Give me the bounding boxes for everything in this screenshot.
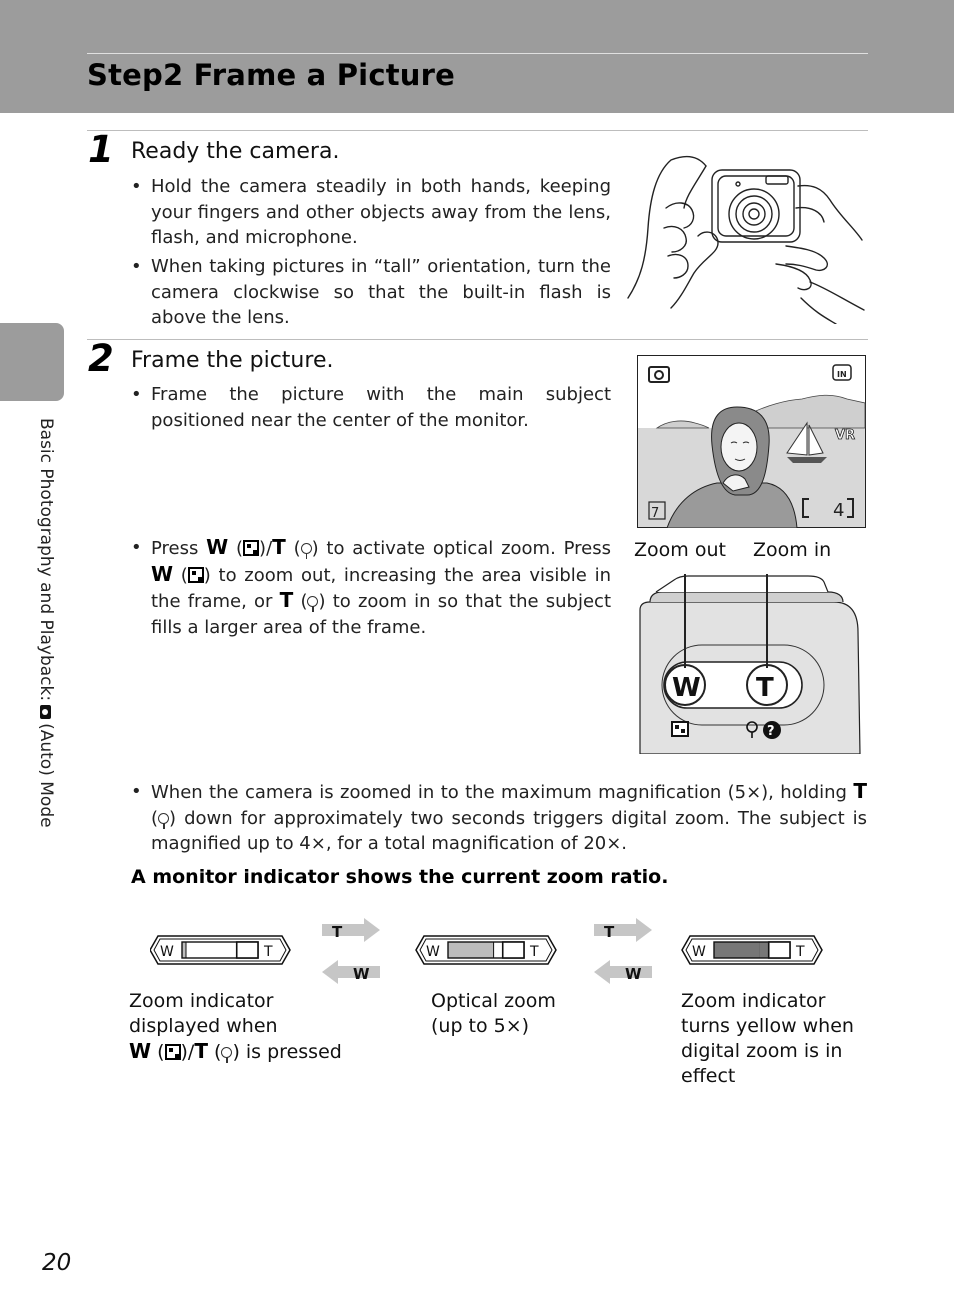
w-button-ref: W <box>206 535 229 559</box>
t-button-ref: T <box>272 535 286 559</box>
shots-remaining: 4 <box>833 500 844 521</box>
svg-text:VR: VR <box>835 428 855 443</box>
header-rule <box>87 53 868 54</box>
page-header <box>0 0 954 113</box>
monitor-preview-illustration: IN VR 7 4 <box>637 355 866 528</box>
indicator-w-label: W <box>426 944 440 960</box>
zoom-control-illustration: W T ? <box>639 574 861 754</box>
step1-number: 1 <box>88 128 114 171</box>
caption-initial-line1: Zoom indicator <box>129 990 274 1012</box>
svg-text:IN: IN <box>837 370 847 379</box>
step2-bullet-2: Press W ()/T () to activate optical zoom… <box>131 535 611 640</box>
chapter-tab <box>0 323 64 401</box>
b2-text-1: to activate optical zoom. Press <box>326 538 611 559</box>
t-button-ref-3: T <box>853 779 867 803</box>
caption-initial: Zoom indicator displayed when W ()/T () … <box>129 989 342 1065</box>
t-button-ref-2: T <box>279 588 294 612</box>
step2-bullet-1: Frame the picture with the main subject … <box>131 382 611 433</box>
indicator-t-label: T <box>263 944 273 960</box>
w-button-ref-2: W <box>151 561 174 586</box>
arrow-pair-2: T W <box>594 918 652 984</box>
zoom-w-button: W <box>672 673 701 703</box>
caption-digital-line3: digital zoom is in <box>681 1040 843 1062</box>
step2-number: 2 <box>88 337 114 380</box>
b2-text-2: to zoom out, increasing the area visible… <box>151 564 611 613</box>
caption-digital-line2: turns yellow when <box>681 1015 854 1037</box>
zoom-out-label: Zoom out <box>634 539 726 561</box>
arrow-t-label: T <box>332 923 343 941</box>
indicator-t-label: T <box>795 944 805 960</box>
indicator-t-label: T <box>529 944 539 960</box>
arrow-t-label-2: T <box>604 923 615 941</box>
step1-bullet-1: Hold the camera steadily in both hands, … <box>131 174 611 251</box>
caption-t: T <box>194 1039 208 1063</box>
wide-icon-3 <box>164 1044 181 1060</box>
zoom-icon-3 <box>158 812 170 829</box>
zoom-icon <box>300 543 312 559</box>
indicator-w-label: W <box>160 944 174 960</box>
b2-text-3: to zoom in so that the subject fills a l… <box>151 591 612 638</box>
arrow-w-label: W <box>353 965 370 983</box>
page-title: Step2 Frame a Picture <box>87 58 455 92</box>
step1-rule <box>87 130 868 131</box>
step2-bullet-3: When the camera is zoomed in to the maxi… <box>131 779 867 857</box>
b3-text-2: down for approximately two seconds trigg… <box>151 807 867 855</box>
page-number: 20 <box>42 1250 72 1276</box>
zoom-icon-4 <box>221 1047 233 1063</box>
wide-icon <box>243 540 260 556</box>
step1-bullet-2: When taking pictures in “tall” orientati… <box>131 254 611 331</box>
zoom-t-button: T <box>756 673 774 703</box>
caption-digital-line1: Zoom indicator <box>681 990 826 1012</box>
b2-press: Press <box>151 538 199 559</box>
digital-zoom-fill <box>759 942 771 958</box>
indicator-w-label: W <box>692 944 706 960</box>
caption-w: W <box>129 1039 152 1063</box>
step2-title: Frame the picture. <box>131 348 334 373</box>
step2-rule <box>87 339 868 340</box>
caption-initial-end: is pressed <box>245 1041 342 1063</box>
step1-title: Ready the camera. <box>131 139 340 164</box>
caption-initial-line2: displayed when <box>129 1015 278 1037</box>
caption-digital: Zoom indicator turns yellow when digital… <box>681 989 854 1089</box>
svg-text:?: ? <box>767 724 775 739</box>
arrow-w-label-2: W <box>625 965 642 983</box>
svg-text:7: 7 <box>651 506 659 521</box>
caption-digital-line4: effect <box>681 1065 736 1087</box>
caption-initial-line3: W ()/T () is pressed <box>129 1039 342 1063</box>
b3-text-1: When the camera is zoomed in to the maxi… <box>151 782 847 803</box>
arrow-pair-1: T W <box>322 918 380 984</box>
zoom-level-fill <box>447 941 495 959</box>
zoom-indicator-subhead: A monitor indicator shows the current zo… <box>131 866 669 888</box>
chapter-label-mode: (Auto) Mode <box>36 723 56 828</box>
wide-icon-2 <box>187 566 204 583</box>
chapter-label: Basic Photography and Playback: (Auto) Mo… <box>36 418 56 828</box>
camera-icon <box>40 705 51 720</box>
chapter-label-text: Basic Photography and Playback: <box>36 418 56 702</box>
caption-optical-line2: (up to 5×) <box>431 1015 530 1037</box>
zoom-icon-2 <box>307 596 319 612</box>
zoom-in-label: Zoom in <box>753 539 832 561</box>
hands-holding-camera-illustration <box>627 155 865 324</box>
caption-optical-line1: Optical zoom <box>431 990 556 1012</box>
caption-optical: Optical zoom (up to 5×) <box>431 989 556 1039</box>
